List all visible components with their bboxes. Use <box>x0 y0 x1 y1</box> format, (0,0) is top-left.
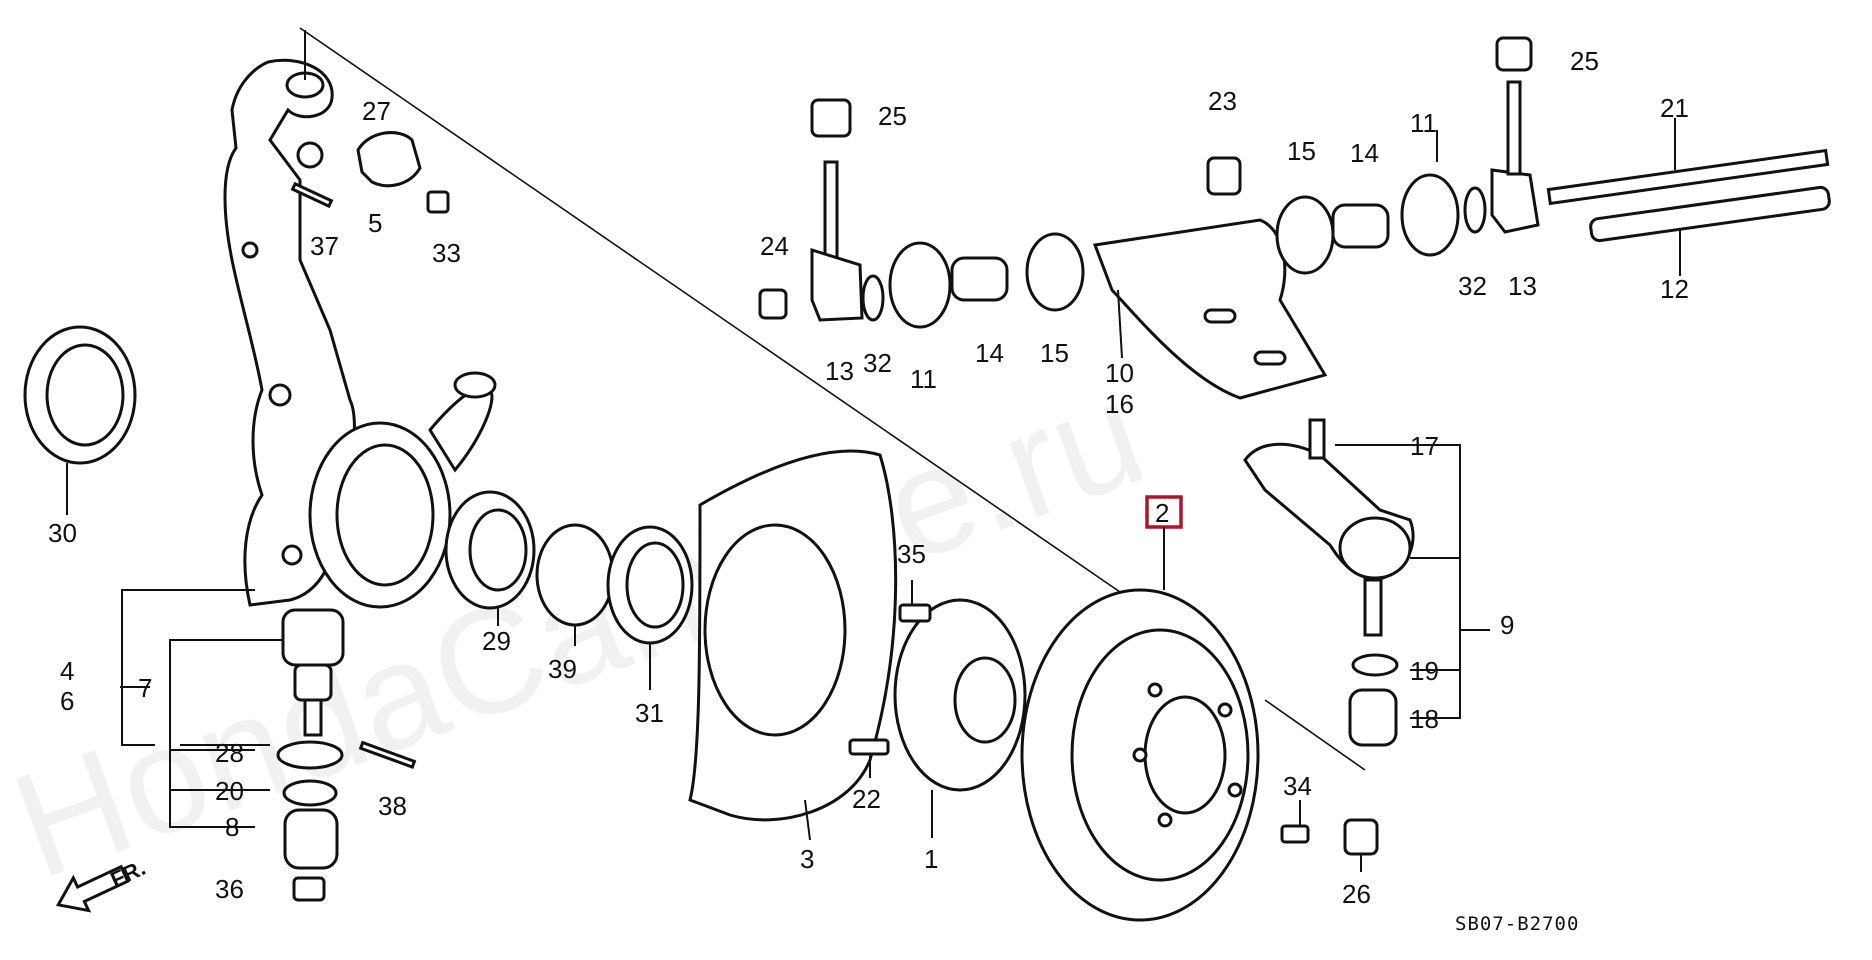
assembly-guide-line <box>299 27 1121 593</box>
part-14-collar-right <box>1331 203 1390 249</box>
part-13-bracket-right <box>1490 168 1540 234</box>
part-31-seal <box>606 525 694 645</box>
part-38-pin <box>358 740 417 769</box>
part-5-bracket <box>356 131 422 188</box>
label-part-37: 37 <box>310 231 339 261</box>
label-part-6: 6 <box>60 686 74 716</box>
disc-guide-line <box>1264 699 1366 771</box>
label-part-19: 19 <box>1410 656 1439 686</box>
bracket-9 <box>1335 444 1490 719</box>
label-part-36: 36 <box>215 874 244 904</box>
part-14-collar-left <box>950 256 1009 302</box>
label-part-30: 30 <box>48 518 77 548</box>
bracket-7 <box>169 639 283 828</box>
part-7-ball-joint <box>281 608 345 737</box>
part-8-boot <box>283 808 339 870</box>
label-part-21: 21 <box>1660 93 1689 123</box>
label-part-34: 34 <box>1283 771 1312 801</box>
label-part-29: 29 <box>482 626 511 656</box>
label-part-13-right: 13 <box>1508 271 1537 301</box>
part-11-bushing-right <box>1400 173 1460 257</box>
part-28-clip <box>276 740 344 770</box>
label-part-28: 28 <box>215 738 244 768</box>
label-part-9: 9 <box>1500 610 1514 640</box>
part-12-sleeve <box>1589 185 1831 243</box>
part-23-nut <box>1206 156 1242 196</box>
label-part-15-left: 15 <box>1040 338 1069 368</box>
label-part-5: 5 <box>368 208 382 238</box>
part-21-bolt <box>1546 148 1830 206</box>
label-part-8: 8 <box>225 812 239 842</box>
part-25-nut-left <box>810 98 852 138</box>
stud-right <box>1506 80 1522 176</box>
label-part-4: 4 <box>60 656 74 686</box>
part-37-pin <box>290 181 334 209</box>
part-33-bolt <box>426 190 450 214</box>
label-part-26: 26 <box>1342 879 1371 909</box>
part-13-bracket-left <box>810 247 864 322</box>
steering-knuckle <box>223 58 497 609</box>
label-part-20: 20 <box>215 776 244 806</box>
label-part-18: 18 <box>1410 704 1439 734</box>
part-19-ring <box>1351 653 1399 677</box>
bracket-4-6 <box>120 589 270 746</box>
front-direction-arrow <box>55 864 130 913</box>
label-part-15-right: 15 <box>1287 136 1316 166</box>
label-part-38: 38 <box>378 791 407 821</box>
part-32-washer-left <box>861 274 885 322</box>
part-34-bolt <box>1280 824 1310 844</box>
label-part-22: 22 <box>852 784 881 814</box>
diagram-code: SB07-B2700 <box>1455 913 1579 935</box>
label-part-10: 10 <box>1105 358 1134 388</box>
part-24-nut <box>758 288 788 320</box>
label-part-31: 31 <box>635 698 664 728</box>
part-15-bushing-right <box>1275 195 1335 275</box>
part-35-bolt <box>898 603 932 623</box>
part-1-hub <box>893 598 1027 792</box>
part-32-washer-right <box>1463 186 1487 234</box>
label-part-1: 1 <box>924 844 938 874</box>
part-27-nut <box>296 141 324 169</box>
part-11-bushing-left <box>888 241 952 329</box>
label-part-14-right: 14 <box>1350 138 1379 168</box>
label-part-33: 33 <box>432 238 461 268</box>
part-39-snap-ring <box>535 523 615 627</box>
label-part-12: 12 <box>1660 274 1689 304</box>
label-part-32-left: 32 <box>863 348 892 378</box>
label-part-3: 3 <box>800 844 814 874</box>
label-part-25-right: 25 <box>1570 46 1599 76</box>
part-17-bolt <box>1308 418 1326 460</box>
label-part-7: 7 <box>138 673 152 703</box>
label-part-27: 27 <box>362 96 391 126</box>
part-9-ball-joint <box>1243 442 1415 637</box>
label-part-13-left: 13 <box>825 356 854 386</box>
label-part-25-left: 25 <box>878 101 907 131</box>
part-26-nut <box>1343 818 1379 856</box>
label-part-23: 23 <box>1208 86 1237 116</box>
part-2-brake-disc <box>1020 588 1260 922</box>
label-part-17: 17 <box>1410 431 1439 461</box>
label-part-11-right: 11 <box>1410 108 1437 138</box>
part-20-ring <box>282 779 338 807</box>
part-15-bushing-left <box>1025 232 1085 312</box>
part-29-bearing <box>444 490 536 610</box>
part-30-seal <box>23 325 137 465</box>
stud-left <box>823 160 839 259</box>
part-3-splash-shield <box>688 449 898 822</box>
part-36-nut <box>292 876 326 902</box>
label-part-32-right: 32 <box>1458 271 1487 301</box>
part-22-bolt <box>848 738 890 756</box>
label-part-24: 24 <box>760 231 789 261</box>
label-part-2[interactable]: 2 <box>1155 498 1169 528</box>
part-18-boot <box>1348 688 1398 747</box>
label-part-39: 39 <box>548 654 577 684</box>
part-25-nut-right <box>1495 36 1533 72</box>
label-part-35: 35 <box>897 539 926 569</box>
label-part-11-left: 11 <box>910 364 937 394</box>
label-part-16: 16 <box>1105 389 1134 419</box>
label-part-14-left: 14 <box>975 338 1004 368</box>
